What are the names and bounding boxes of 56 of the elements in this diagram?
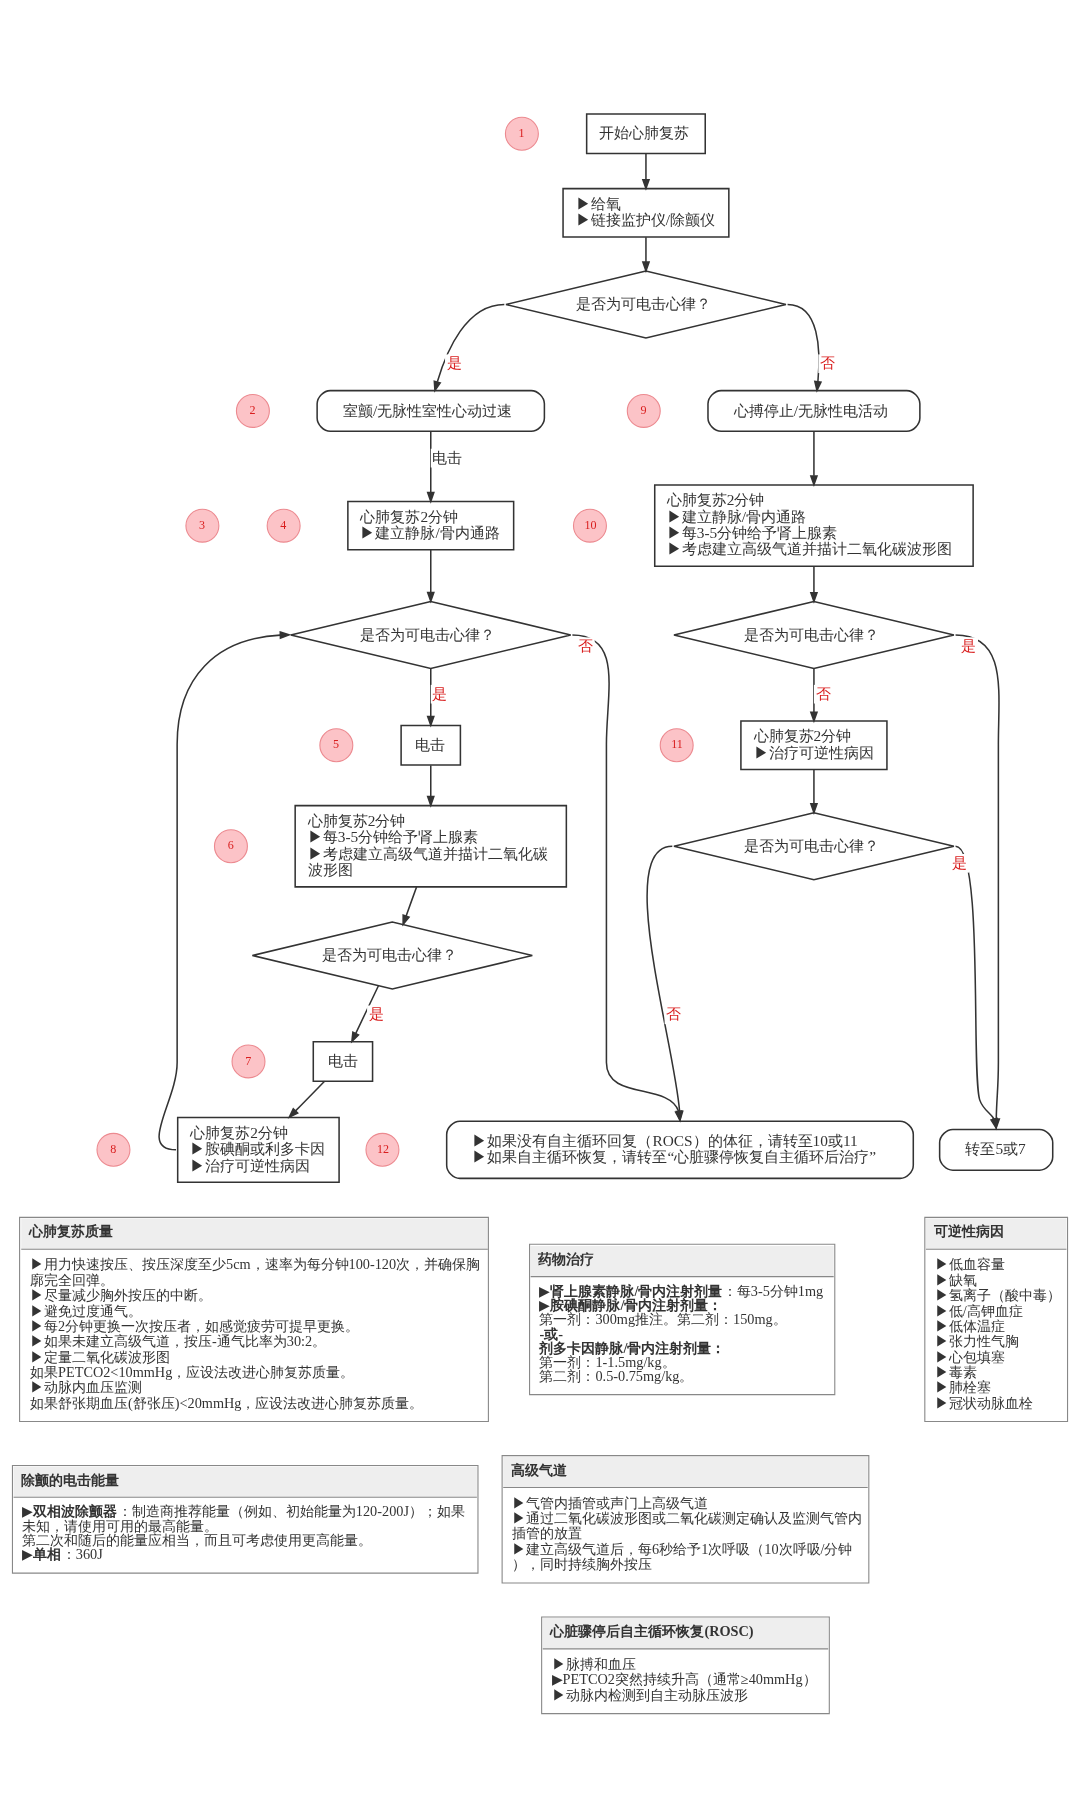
edge-label: 否 — [815, 684, 831, 702]
node-box: ▶给氧 ▶链接监护仪/除颤仪 — [562, 187, 730, 238]
node-box: 室颤/无脉性室性心动过速 — [316, 389, 546, 432]
node-diamond: 是否为可电击心律？ — [673, 600, 955, 669]
edge-label: 是 — [952, 853, 968, 871]
node-box: 心搏停止/无脉性电活动 — [707, 389, 921, 432]
node-box: 心肺复苏2分钟 ▶建立静脉/骨内通路 — [347, 500, 515, 551]
edge-label: 是 — [960, 636, 976, 654]
node-circle: 6 — [213, 828, 248, 863]
node-box: 电击 — [312, 1040, 374, 1082]
node-circle: 2 — [235, 393, 270, 428]
node-circle: 12 — [365, 1132, 400, 1167]
node-diamond: 是否为可电击心律？ — [251, 920, 534, 990]
edge-label: 是 — [368, 1004, 384, 1022]
node-circle: 10 — [572, 508, 607, 543]
node-circle: 8 — [96, 1132, 131, 1167]
arrow — [426, 764, 435, 808]
arrow — [158, 630, 292, 1151]
node-diamond: 是否为可电击心律？ — [505, 269, 787, 339]
arrow — [426, 430, 435, 504]
node-box: 电击 — [400, 724, 462, 766]
arrow — [426, 667, 435, 728]
edge-label: 是 — [446, 353, 462, 371]
arrow — [809, 565, 819, 604]
node-box: 心肺复苏2分钟 ▶每3-5分钟给予肾上腺素 ▶考虑建立高级气道并描计二氧化碳波形图 — [294, 804, 568, 888]
node-circle: 9 — [626, 393, 661, 428]
arrow — [641, 152, 651, 191]
node-box: 开始心肺复苏 — [585, 112, 706, 154]
node-circle: 4 — [266, 508, 301, 543]
node-circle: 5 — [319, 727, 354, 762]
edge-label: 否 — [666, 1004, 682, 1022]
arrow — [402, 885, 418, 927]
edge-label: 电击 — [432, 448, 463, 466]
arrow — [809, 768, 819, 815]
node-circle: 1 — [504, 116, 539, 151]
node-box: 心肺复苏2分钟 ▶治疗可逆性病因 — [740, 719, 888, 770]
node-circle: 11 — [659, 727, 694, 762]
node-circle: 3 — [185, 508, 220, 543]
arrow — [350, 984, 380, 1044]
arrow — [433, 303, 506, 393]
arrow — [786, 303, 823, 393]
arrow — [641, 236, 651, 273]
edge-label: 是 — [432, 684, 448, 702]
node-box: 转至5或7 — [938, 1128, 1054, 1171]
node-circle: 7 — [231, 1043, 266, 1078]
node-diamond: 是否为可电击心律？ — [290, 600, 572, 669]
arrow — [426, 548, 435, 604]
arrow — [809, 430, 819, 487]
edge-label: 否 — [577, 636, 593, 654]
node-box: ▶如果没有自主循环回复（ROCS）的体征，请转至10或11 ▶如果自主循环恢复，请转至“心脏骤停恢复自主循环后治疗” — [445, 1120, 915, 1179]
node-box: 心肺复苏2分钟 ▶胺碘酮或利多卡因 ▶治疗可逆性病因 — [176, 1116, 340, 1183]
node-box: 心肺复苏2分钟 ▶建立静脉/骨内通路 ▶每3-5分钟给予肾上腺素 ▶考虑建立高级气道并描计二氧化碳波形图 — [653, 483, 974, 567]
arrow — [954, 845, 998, 1130]
arrow — [287, 1080, 326, 1119]
arrow — [809, 667, 819, 723]
edge-label: 否 — [819, 353, 835, 371]
